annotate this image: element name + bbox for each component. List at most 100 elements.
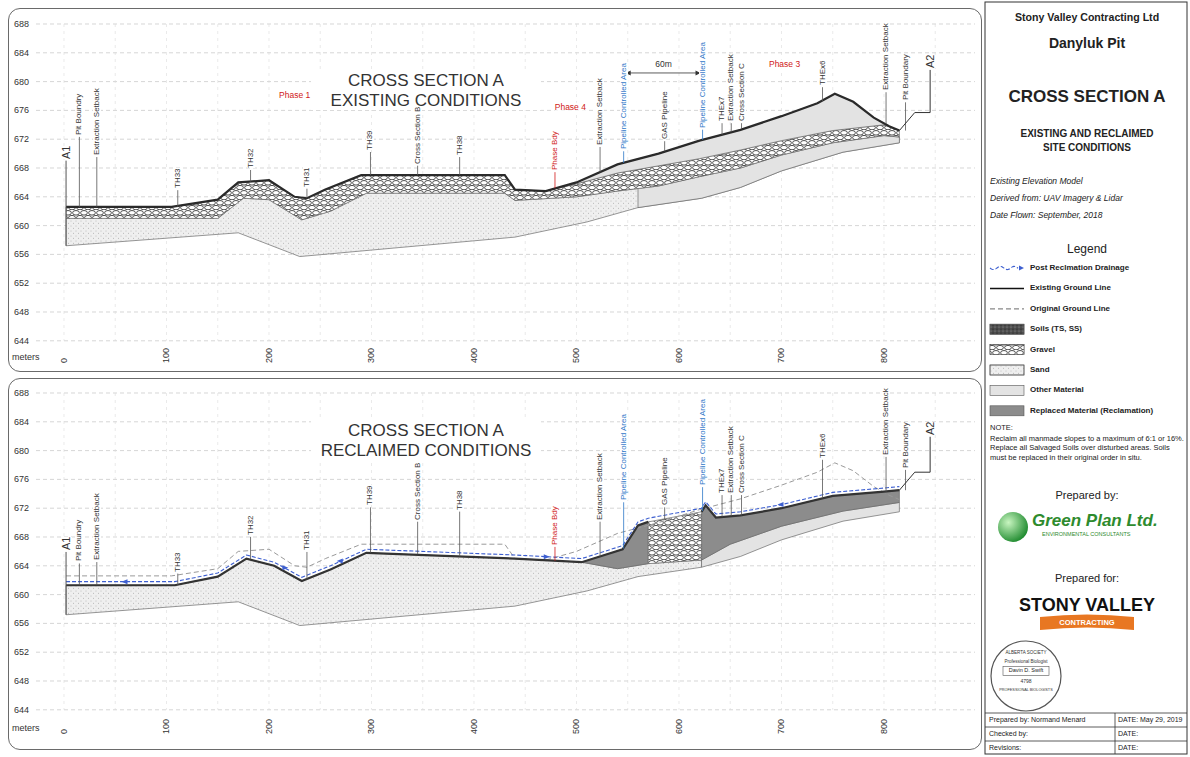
- phase-label: Phase 4: [555, 103, 586, 112]
- distance-label: 700: [777, 348, 786, 363]
- legend-sample: [990, 266, 1024, 271]
- leader-line: [886, 457, 887, 492]
- distance-label: 400: [470, 719, 479, 734]
- legend-samples: [990, 266, 1024, 416]
- seal-text: Professional Biologist: [1004, 660, 1047, 665]
- pit-edge: [66, 585, 67, 615]
- elevation-label: 656: [14, 619, 29, 628]
- logo-text: Green Plan Ltd.: [1032, 512, 1158, 529]
- leader-line: [306, 552, 307, 580]
- feature-label: TH32: [247, 515, 255, 535]
- distance-label: 100: [162, 348, 171, 363]
- feature-label: Cross Section B: [414, 462, 422, 519]
- drainage-arrow: [337, 559, 343, 564]
- soil-layer: [702, 490, 900, 517]
- grid-line: [64, 393, 65, 710]
- leader-line: [250, 537, 251, 559]
- grid-line: [36, 24, 975, 25]
- grid-line: [217, 24, 218, 341]
- legend-sample: [990, 365, 1024, 375]
- gravel-remnant: [648, 512, 701, 564]
- distance-label: 700: [777, 719, 786, 734]
- leader-line: [459, 157, 460, 175]
- leader-line: [702, 487, 703, 511]
- leader-line: [623, 151, 624, 163]
- elevation-label: 672: [14, 504, 29, 513]
- grid-line: [36, 312, 975, 313]
- line-sample: [990, 288, 1024, 290]
- feature-label: TH39: [366, 486, 374, 506]
- elevation-label: 688: [14, 20, 29, 29]
- leader-line: [600, 147, 601, 172]
- section-title: CROSS SECTION A RECLAIMED CONDITIONS: [311, 421, 541, 460]
- feature-label: Extraction Setback: [596, 453, 604, 520]
- distance-label: 300: [367, 719, 376, 734]
- swatch-texture: [990, 324, 1024, 334]
- axis-unit: meters: [12, 724, 40, 733]
- drainage-arrow: [1019, 266, 1024, 271]
- grid-line: [36, 709, 975, 710]
- note-heading: NOTE:: [990, 424, 1013, 432]
- sheet-title: CROSS SECTION A: [986, 88, 1188, 105]
- legend-sample: [990, 345, 1024, 355]
- existing-ground-line: [66, 94, 899, 207]
- grid-line: [36, 537, 975, 538]
- feature-label: Pit Boundry: [75, 94, 83, 135]
- feature-label: THEx6: [819, 433, 827, 457]
- leader-line: [741, 123, 742, 129]
- feature-label: Extraction Setback: [93, 493, 101, 560]
- section-title: CROSS SECTION A EXISTING CONDITIONS: [311, 71, 541, 110]
- grid-line: [269, 393, 270, 710]
- logo-text: STONY VALLEY: [986, 596, 1188, 614]
- drainage-sample: [990, 266, 1018, 269]
- leader-line: [600, 522, 601, 557]
- distance-label: 0: [60, 729, 69, 734]
- seal-text: PROFESSIONAL BIOLOGISTS: [999, 689, 1052, 693]
- grid-line: [36, 340, 975, 341]
- table-cell: Checked by:: [989, 730, 1028, 737]
- feature-label: Pit Boundry: [75, 520, 83, 561]
- feature-label: Extraction Setback: [727, 426, 735, 493]
- feature-label: TH33: [174, 552, 182, 572]
- seal-text: ALBERTA SOCIETY: [1006, 651, 1047, 656]
- swatch-texture: [990, 365, 1024, 375]
- legend-sample: [990, 385, 1024, 395]
- legend-text: Post Reclmation Drainage: [1030, 264, 1129, 272]
- feature-label: Pipeline Controlled Area: [620, 63, 628, 149]
- grid-line: [935, 393, 936, 710]
- feature-label: Phase Bdy: [551, 506, 559, 545]
- legend-text: Other Material: [1030, 386, 1084, 394]
- leader-line: [731, 495, 732, 516]
- feature-label: Cross Section C: [738, 63, 746, 121]
- seal-text: Davin D. Swift: [1009, 668, 1044, 674]
- legend-text: Existing Ground Line: [1030, 284, 1111, 292]
- distance-label: 500: [572, 719, 581, 734]
- drainage-arrow: [544, 554, 550, 559]
- grid-line: [115, 24, 116, 341]
- sheet-subtitle: EXISTING AND RECLAIMED SITE CONDITIONS: [1012, 127, 1162, 154]
- leader-line: [623, 502, 624, 548]
- distance-label: 300: [367, 348, 376, 363]
- leader-line: [905, 470, 906, 490]
- distance-label: 0: [60, 358, 69, 363]
- feature-label: GAS Pipeline: [661, 458, 669, 506]
- legend-swatch: [990, 365, 1024, 375]
- phase-label: Phase 1: [279, 91, 310, 100]
- feature-label: TH33: [174, 169, 182, 189]
- legend-sample: [990, 308, 1024, 309]
- grid-line: [166, 24, 167, 341]
- seal-name-box: [1003, 667, 1049, 676]
- feature-label: Pit Boundary: [902, 422, 910, 468]
- leader-lines: [66, 70, 930, 585]
- legend-text: Soils (TS, SS): [1030, 325, 1082, 333]
- elevation-label: 680: [14, 77, 29, 86]
- leader-line: [96, 157, 97, 207]
- leader-line: [177, 190, 178, 207]
- seal-text: 4798: [1020, 679, 1031, 684]
- legend-heading: Legend: [986, 243, 1188, 255]
- leader-line: [886, 92, 887, 124]
- distance-label: 400: [470, 348, 479, 363]
- table-cell: DATE:: [1118, 730, 1138, 737]
- feature-label: Extraction Setback: [93, 88, 101, 155]
- section-marker: A2: [925, 421, 936, 434]
